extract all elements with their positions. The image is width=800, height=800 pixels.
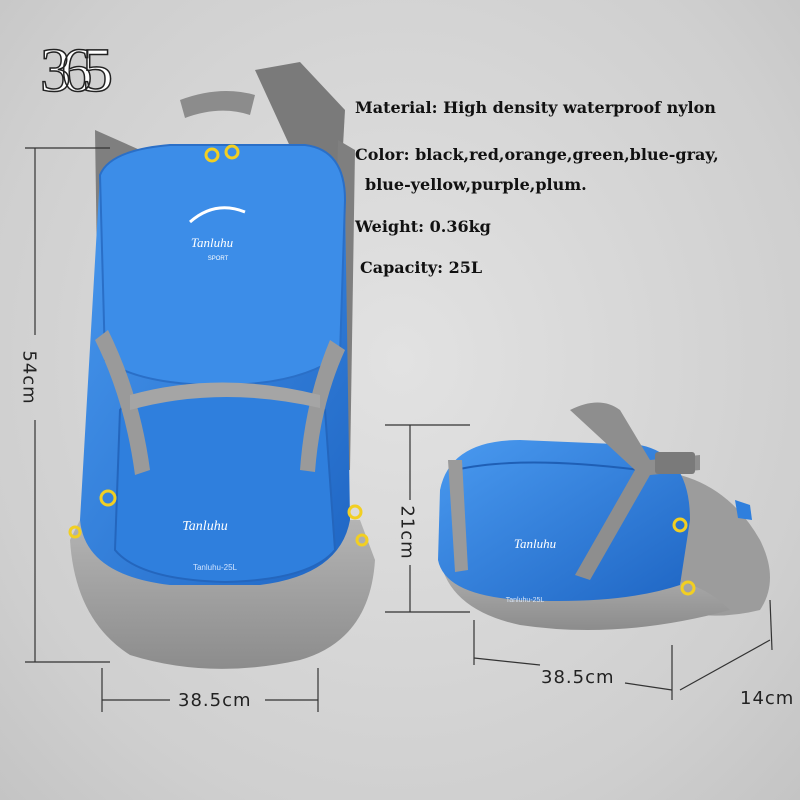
waist-pack-tag: Tanluhu-25L bbox=[506, 597, 545, 604]
backpack-zipper-pull-left bbox=[204, 147, 220, 163]
spec-weight: Weight: 0.36kg bbox=[355, 217, 491, 236]
backpack bbox=[68, 62, 375, 669]
waist-pack-loop-top bbox=[672, 517, 688, 533]
backpack-logo-swoosh bbox=[189, 206, 246, 224]
backpack-bottom-loop-left bbox=[68, 525, 82, 539]
waist-pack-width-label: 38.5cm bbox=[541, 667, 615, 688]
brand-logo: 365 bbox=[39, 37, 155, 115]
spec-color-line2: blue-yellow,purple,plum. bbox=[365, 175, 587, 194]
waist-pack-script-brand: Tanluhu bbox=[514, 536, 557, 551]
waist-pack-depth-label: 14cm bbox=[740, 688, 795, 709]
spec-material: Material: High density waterproof nylon bbox=[355, 98, 716, 117]
backpack-front-pocket bbox=[113, 383, 337, 584]
backpack-brand: Tanluhu bbox=[191, 235, 234, 250]
waist-pack-side-tab bbox=[735, 500, 752, 520]
waist-pack-body bbox=[438, 440, 690, 601]
waist-pack-side-strap bbox=[448, 460, 468, 572]
backpack-side-loop-right bbox=[347, 504, 363, 520]
backpack-height-label: 54cm bbox=[18, 350, 40, 405]
spec-capacity: Capacity: 25L bbox=[360, 258, 483, 277]
backpack-side-loop-left bbox=[99, 489, 117, 507]
waist-pack-strap bbox=[570, 402, 700, 580]
logo-text: 365 bbox=[39, 37, 114, 105]
waist-pack-depth-tick bbox=[769, 599, 773, 651]
waist-pack-depth-line bbox=[679, 639, 771, 691]
backpack-script-brand: Tanluhu bbox=[182, 519, 227, 534]
backpack-top-pocket bbox=[98, 144, 347, 387]
waist-pack-width-line-left bbox=[473, 657, 541, 666]
waist-pack-loop-bottom bbox=[680, 580, 696, 596]
backpack-compression-strap-left bbox=[95, 330, 150, 475]
waist-pack-dimension-lines bbox=[385, 424, 773, 700]
waist-pack bbox=[438, 402, 770, 630]
backpack-brand-sub: SPORT bbox=[208, 256, 229, 262]
backpack-zipper-pull-right bbox=[224, 144, 240, 160]
backpack-bottom-loop-right bbox=[355, 533, 369, 547]
waist-pack-width-line-right bbox=[624, 682, 673, 691]
backpack-width-label: 38.5cm bbox=[178, 690, 252, 711]
waist-pack-height-label: 21cm bbox=[396, 505, 418, 560]
waist-pack-buckle bbox=[655, 452, 695, 474]
backpack-compression-strap-right bbox=[300, 340, 345, 472]
spec-color-line1: Color: black,red,orange,green,blue-gray, bbox=[355, 145, 719, 164]
backpack-tag: Tanluhu-25L bbox=[193, 563, 238, 572]
waist-pack-zipper bbox=[454, 461, 641, 471]
backpack-dimension-lines bbox=[25, 147, 319, 712]
backpack-handle bbox=[180, 91, 255, 118]
backpack-chest-strap bbox=[130, 382, 320, 410]
